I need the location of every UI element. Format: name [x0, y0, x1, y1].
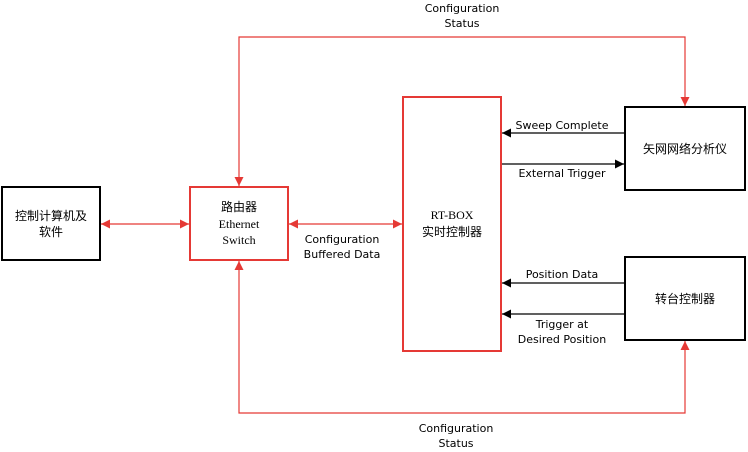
rtbox-label-line1: RT-BOX — [431, 208, 474, 222]
router-label-line1: 路由器 — [221, 199, 257, 214]
trigger-label-line1: Trigger at — [535, 318, 589, 331]
pc-label-line1: 控制计算机及 — [15, 208, 87, 223]
turntable-label: 转台控制器 — [655, 291, 715, 306]
rtbox-label-line2: 实时控制器 — [422, 224, 482, 239]
pc-label-line2: 软件 — [39, 225, 63, 239]
top-label-line1: Configuration — [425, 2, 500, 15]
mid-label-line2: Buffered Data — [304, 248, 381, 261]
trigger-label-line2: Desired Position — [518, 333, 606, 346]
pc-box — [1, 186, 101, 261]
router-label-line2: Ethernet — [219, 217, 260, 231]
bottom-label-line1: Configuration — [419, 422, 494, 435]
router-label-line3: Switch — [222, 233, 255, 247]
position-data-label: Position Data — [526, 268, 599, 281]
mid-label-line1: Configuration — [305, 233, 380, 246]
router-box — [189, 186, 289, 261]
top-label-line2: Status — [444, 17, 479, 30]
bottom-config-status-loop — [234, 261, 690, 414]
top-config-status-loop — [234, 36, 690, 186]
rtbox-box — [402, 96, 502, 352]
sweep-complete-label: Sweep Complete — [515, 119, 608, 132]
bottom-label-line2: Status — [438, 437, 473, 450]
external-trigger-label: External Trigger — [518, 167, 606, 180]
vna-label: 矢网网络分析仪 — [643, 141, 727, 156]
